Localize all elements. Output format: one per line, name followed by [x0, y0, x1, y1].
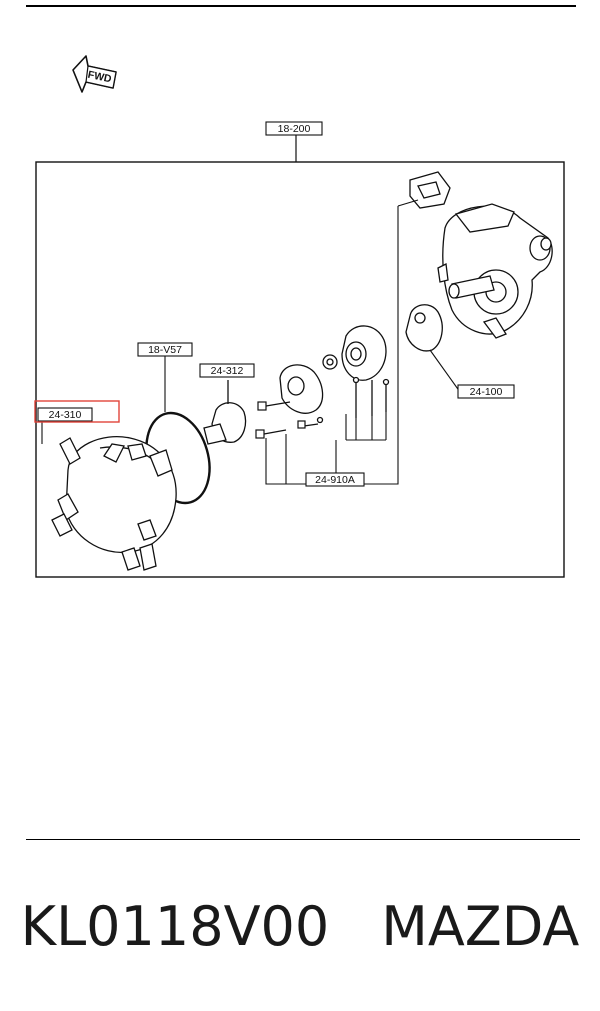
- pickup-bearing: [322, 325, 390, 418]
- brand-name: MAZDA: [381, 895, 580, 958]
- signal-rotor-disc: [405, 304, 461, 393]
- callout-cap-label: 24-310: [49, 409, 82, 421]
- part-number: KL0118V00: [20, 895, 330, 958]
- distributor-cap: [51, 436, 177, 571]
- part-footer: KL0118V00 MAZDA: [0, 895, 600, 975]
- callout-signal-rotor-label: 24-100: [470, 386, 503, 398]
- callout-pickup-kit-label: 24-910A: [315, 474, 355, 486]
- distributor-rotor: [203, 380, 247, 445]
- fwd-label: FWD: [87, 69, 113, 86]
- cap-highlight-box: [34, 400, 120, 423]
- diagram-frame: [35, 161, 565, 578]
- callout-24-100: 24-100: [457, 384, 515, 399]
- exploded-parts-diagram: FWD 18-200 24-100: [34, 55, 565, 578]
- callout-rotor-label: 24-312: [211, 365, 244, 377]
- callout-24-310: 24-310: [34, 400, 120, 444]
- callout-18-V57: 18-V57: [137, 342, 193, 412]
- top-rule: [26, 5, 576, 7]
- callout-24-312: 24-312: [199, 363, 255, 378]
- callout-18-200: 18-200: [265, 121, 323, 162]
- fwd-arrow-icon: FWD: [72, 55, 117, 93]
- pickup-hub: [279, 364, 324, 424]
- callout-24-910A: 24-910A: [265, 392, 399, 487]
- callout-o-ring-label: 18-V57: [148, 344, 182, 356]
- mounting-screws: [255, 401, 319, 439]
- callout-assembly-label: 18-200: [278, 123, 311, 135]
- bottom-rule: [26, 839, 580, 840]
- distributor-housing: [397, 171, 553, 392]
